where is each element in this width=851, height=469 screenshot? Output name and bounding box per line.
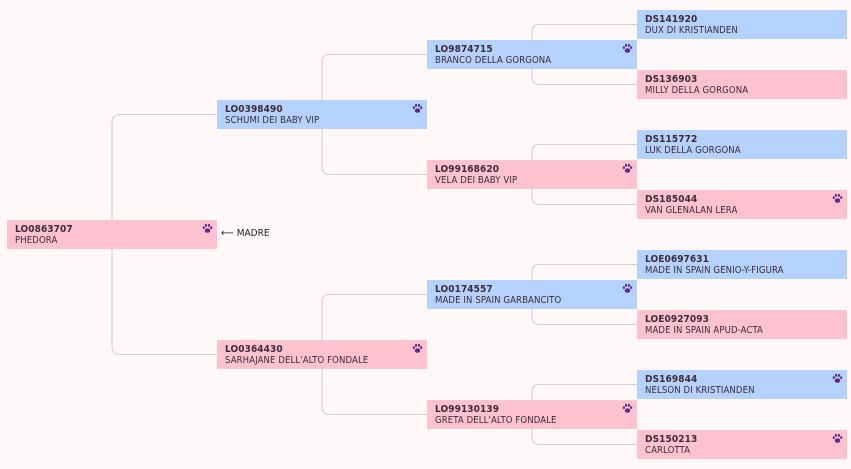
- dog-name: MADE IN SPAIN GENIO-Y-FIGURA: [645, 265, 784, 276]
- paw-icon[interactable]: [832, 433, 843, 444]
- dog-name: CARLOTTA: [645, 445, 691, 456]
- dog-name: NELSON DI KRISTIANDEN: [645, 385, 755, 396]
- registration-code: DS136903: [645, 74, 698, 85]
- registration-code: DS169844: [645, 374, 698, 385]
- dog-name: DUX DI KRISTIANDEN: [645, 25, 738, 36]
- pedigree-connector: [321, 294, 427, 340]
- registration-code: LO9874715: [435, 44, 493, 55]
- registration-code: LO99168620: [435, 164, 500, 175]
- dog-name: BRANCO DELLA GORGONA: [435, 55, 552, 66]
- dog-name: SCHUMI DEI BABY VIP: [225, 115, 320, 126]
- dog-name: GRETA DELL'ALTO FONDALE: [435, 415, 557, 426]
- registration-code: DS115772: [645, 134, 698, 145]
- registration-code: LO0863707: [15, 224, 73, 235]
- paw-icon[interactable]: [832, 373, 843, 384]
- paw-icon[interactable]: [622, 163, 633, 174]
- dog-name: VELA DEI BABY VIP: [435, 175, 518, 186]
- paw-icon[interactable]: [622, 43, 633, 54]
- registration-code: DS185044: [645, 194, 698, 205]
- paw-icon[interactable]: [412, 343, 423, 354]
- pedigree-connector: [321, 54, 427, 100]
- paw-icon[interactable]: [832, 193, 843, 204]
- dog-name: MADE IN SPAIN GARBANCITO: [435, 295, 562, 306]
- dog-name: PHEDORA: [15, 235, 58, 246]
- registration-code: LO0174557: [435, 284, 493, 295]
- registration-code: LO99130139: [435, 404, 500, 415]
- pedigree-connector: [531, 189, 637, 205]
- paw-icon[interactable]: [412, 103, 423, 114]
- dog-name: MADE IN SPAIN APUD-ACTA: [645, 325, 763, 336]
- dog-name: LUK DELLA GORGONA: [645, 145, 741, 156]
- paw-icon[interactable]: [622, 283, 633, 294]
- registration-code: LOE0927093: [645, 314, 709, 325]
- registration-code: DS150213: [645, 434, 698, 445]
- pedigree-connector: [321, 369, 427, 415]
- registration-code: LO0398490: [225, 104, 283, 115]
- pedigree-connector: [531, 24, 637, 40]
- dog-name: VAN GLENALAN LERA: [645, 205, 738, 216]
- pedigree-connector: [321, 129, 427, 175]
- dog-name: SARHAJANE DELL'ALTO FONDALE: [225, 355, 369, 366]
- madre-label: ⟵ MADRE: [221, 228, 270, 239]
- pedigree-connector: [531, 144, 637, 160]
- paw-icon[interactable]: [622, 403, 633, 414]
- pedigree-connector: [531, 429, 637, 445]
- pedigree-connector: [531, 384, 637, 400]
- pedigree-connector: [111, 249, 217, 355]
- registration-code: LO0364430: [225, 344, 283, 355]
- paw-icon[interactable]: [202, 223, 213, 234]
- pedigree-connector: [531, 69, 637, 85]
- pedigree-connector: [111, 114, 217, 220]
- registration-code: LOE0697631: [645, 254, 709, 265]
- pedigree-connector: [531, 264, 637, 280]
- registration-code: DS141920: [645, 14, 698, 25]
- dog-name: MILLY DELLA GORGONA: [645, 85, 749, 96]
- pedigree-connector: [531, 309, 637, 325]
